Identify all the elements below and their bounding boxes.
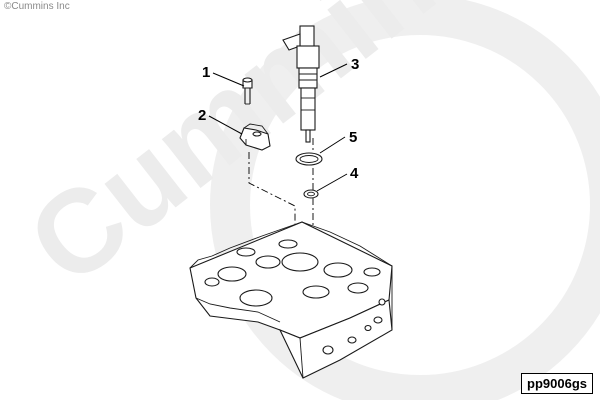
callout-labels: 1 2 3 5 4 — [198, 56, 359, 182]
figure-id-label: pp9006gs — [521, 373, 593, 394]
callout-5: 5 — [349, 129, 357, 146]
capscrew — [242, 77, 253, 105]
copyright-notice: ©Cummins Inc — [4, 1, 70, 12]
injector — [282, 25, 320, 143]
callout-1: 1 — [202, 64, 210, 81]
cylinder-head-side-ports — [322, 298, 386, 355]
washer — [303, 189, 319, 199]
cylinder-head-bosses — [204, 239, 381, 307]
callout-4: 4 — [350, 165, 359, 182]
callout-leaders — [208, 63, 348, 192]
clamp — [239, 123, 271, 151]
cylinder-head — [189, 221, 393, 379]
o-ring — [295, 152, 323, 166]
callout-2: 2 — [198, 107, 206, 124]
callout-3: 3 — [351, 56, 359, 73]
